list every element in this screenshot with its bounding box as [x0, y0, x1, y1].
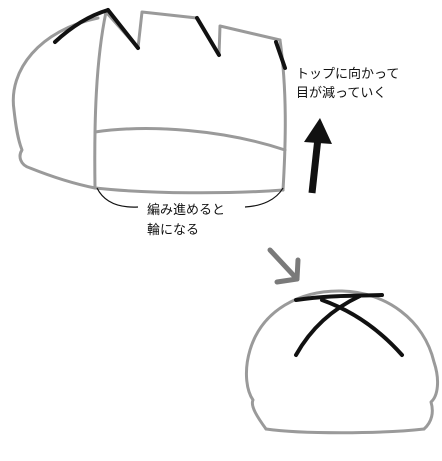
- hat-bottom-edge-outline: [93, 186, 285, 195]
- decrease-edge-1: [53, 8, 110, 44]
- bottom-note-line2: 輪になる: [147, 222, 199, 238]
- hat-top-edge-outline: [104, 10, 282, 57]
- completed-hat-outline: [244, 289, 440, 431]
- decrease-edge-3: [195, 16, 221, 57]
- diagonal-arrow: [267, 247, 301, 285]
- decrease-edge-4: [274, 40, 287, 70]
- hat-fold-line: [93, 10, 108, 190]
- top-note-line2: 目が減っていく: [296, 85, 386, 101]
- crown-curve-cross: [320, 298, 404, 357]
- crown-curve-right: [294, 294, 362, 357]
- completed-hat: [244, 289, 440, 435]
- top-note-line1: トップに向かって: [296, 66, 399, 82]
- crown-curve-left: [294, 293, 384, 302]
- up-arrow: [304, 118, 332, 194]
- completed-hat-bottom-edge: [264, 427, 426, 435]
- hat-left-side-outline: [11, 16, 100, 190]
- open-hat-piece: [11, 8, 287, 195]
- hat-band-line: [93, 127, 287, 152]
- bottom-note-line1: 編み進めると: [147, 202, 225, 218]
- decrease-edge-2: [106, 8, 140, 50]
- ring-bracket: [96, 187, 284, 208]
